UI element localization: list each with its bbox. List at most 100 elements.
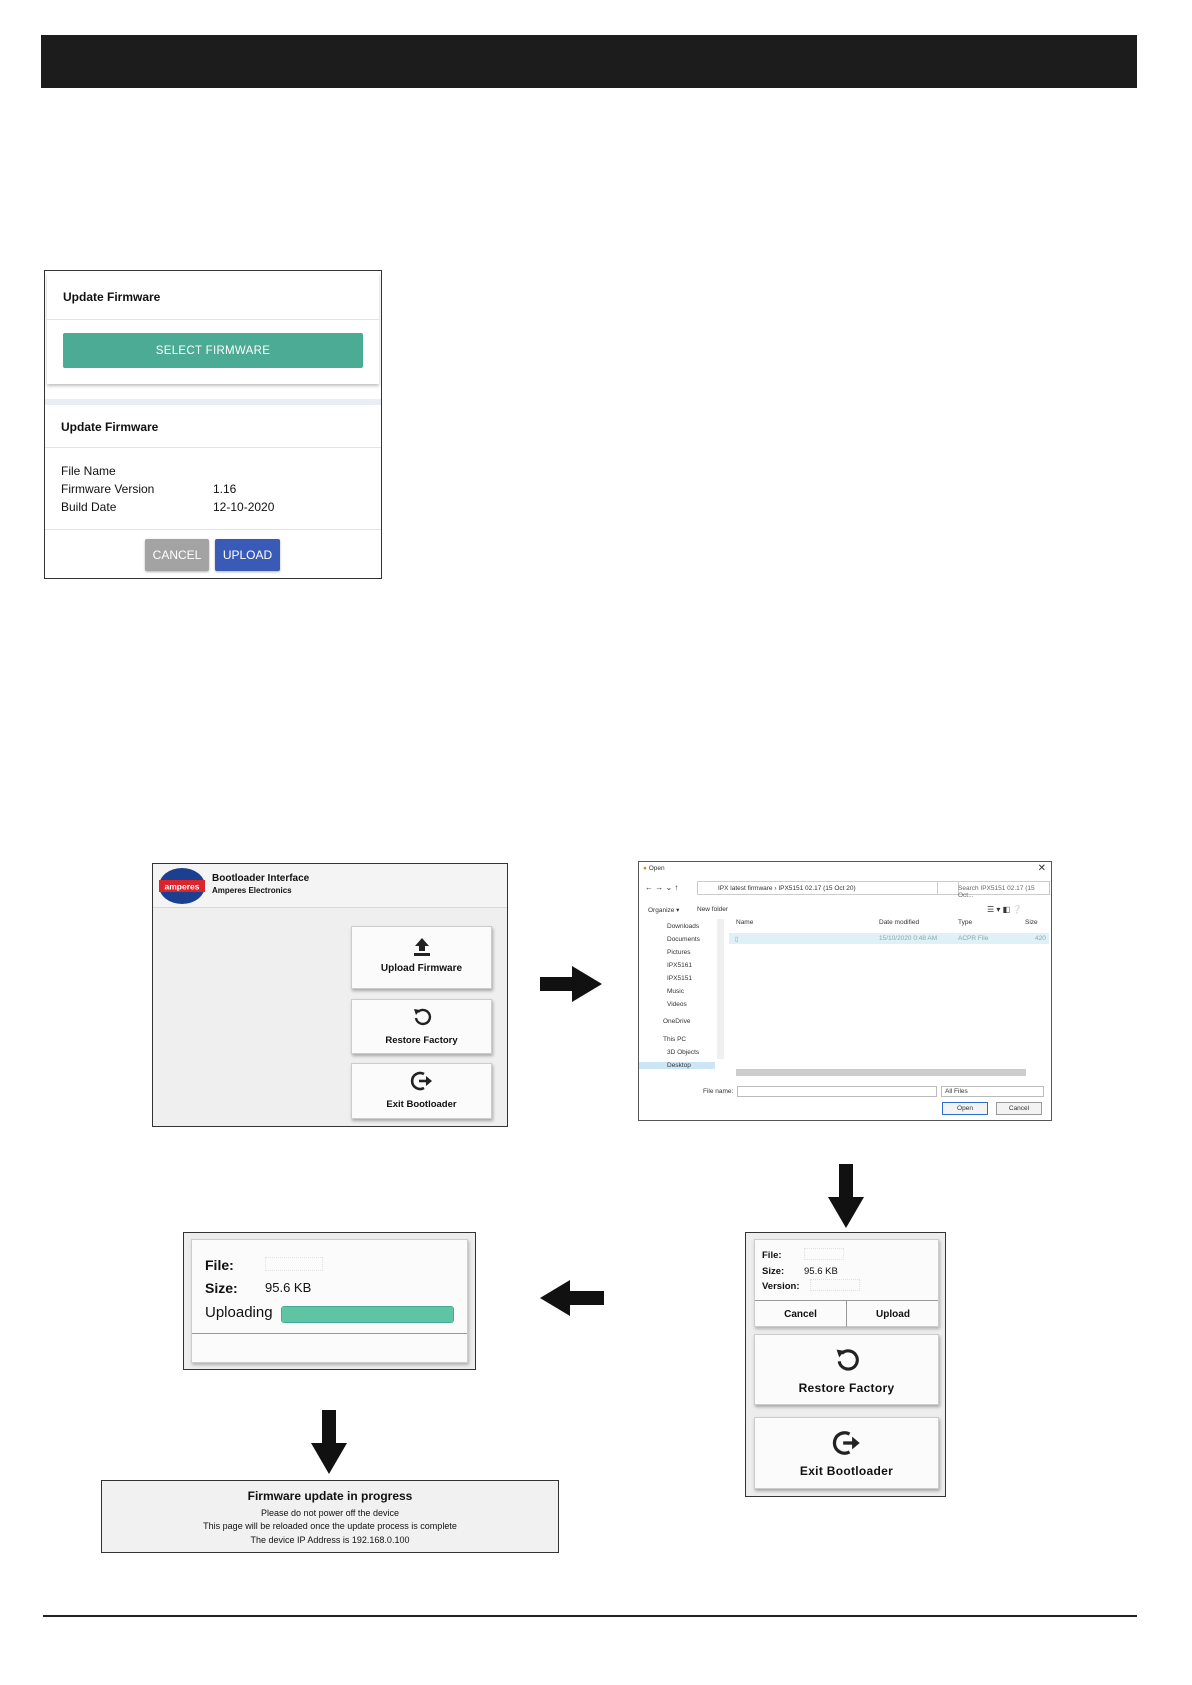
column-type[interactable]: Type	[958, 919, 973, 926]
size-value: 95.6 KB	[265, 1280, 312, 1295]
view-options-icon[interactable]: ☰ ▾ ◧ ❔	[987, 905, 1023, 914]
restore-icon	[755, 1347, 938, 1378]
button-label: Upload Firmware	[380, 963, 463, 974]
chrome-icon: ●	[643, 865, 647, 872]
button-label: Restore Factory	[798, 1381, 895, 1395]
file-label: File:	[205, 1257, 234, 1273]
upload-firmware-button[interactable]: Upload Firmware	[351, 926, 492, 989]
exit-bootloader-button[interactable]: Exit Bootloader	[754, 1417, 939, 1489]
horizontal-scrollbar[interactable]	[736, 1069, 1026, 1076]
bootloader-subtitle: Amperes Electronics	[212, 886, 292, 895]
nav-item-music[interactable]: Music	[667, 988, 684, 995]
arrow-down-icon	[311, 1410, 347, 1474]
message-line: This page will be reloaded once the upda…	[203, 1521, 457, 1531]
arrow-left-icon	[540, 1278, 604, 1318]
divider	[45, 447, 381, 448]
uploading-panel: File: Size: 95.6 KB Uploading	[183, 1232, 476, 1370]
organize-menu[interactable]: Organize ▾	[648, 907, 680, 914]
restore-factory-button[interactable]: Restore Factory	[754, 1334, 939, 1405]
update-progress-message: Firmware update in progress Please do no…	[101, 1480, 559, 1553]
nav-item-3d-objects[interactable]: 3D Objects	[667, 1049, 700, 1056]
card-title: Update Firmware	[63, 290, 161, 304]
nav-item-this-pc[interactable]: This PC	[663, 1036, 687, 1043]
navigation-pane: Downloads Documents Pictures IPX5161 IPX…	[639, 917, 719, 1072]
column-size[interactable]: Size	[1025, 919, 1038, 926]
bootloader-title: Bootloader Interface	[212, 873, 310, 884]
open-file-dialog: ● Open ✕ ← → ⌄ ↑ IPX latest firmware › I…	[638, 861, 1052, 1121]
divider	[755, 1300, 938, 1301]
restore-icon	[352, 1007, 491, 1032]
restore-factory-button[interactable]: Restore Factory	[351, 999, 492, 1054]
cancel-button[interactable]: CANCEL	[145, 539, 209, 571]
logo-text: amperes	[165, 882, 200, 892]
file-size: 420	[1035, 935, 1046, 942]
card-gap	[45, 399, 381, 405]
build-date-value: 12-10-2020	[213, 500, 275, 514]
version-value	[810, 1279, 860, 1291]
button-label: Restore Factory	[385, 1035, 458, 1046]
search-input[interactable]: Search IPX5151 02.17 (15 Oct...	[937, 881, 1050, 899]
file-date: 15/10/2020 0:48 AM	[879, 935, 938, 942]
file-icon: ▯	[735, 936, 739, 943]
nav-item-downloads[interactable]: Downloads	[667, 923, 700, 930]
upload-confirm-panel: File: Size: 95.6 KB Version: Cancel Uplo…	[745, 1232, 946, 1497]
cancel-button[interactable]: Cancel	[755, 1301, 847, 1327]
nav-item-folder[interactable]: IPX5161	[667, 962, 692, 969]
file-label: File:	[762, 1250, 782, 1261]
footer-rule	[43, 1615, 1137, 1617]
firmware-version-value: 1.16	[213, 482, 237, 496]
button-label: Exit Bootloader	[799, 1464, 894, 1478]
upload-icon	[352, 936, 491, 963]
progress-heading: Firmware update in progress	[247, 1489, 413, 1503]
open-button[interactable]: Open	[942, 1102, 988, 1115]
message-line: Please do not power off the device	[261, 1508, 399, 1518]
update-firmware-panel: Update Firmware SELECT FIRMWARE Update F…	[44, 270, 382, 579]
card-title: Update Firmware	[61, 420, 159, 434]
dialog-title: ● Open	[643, 865, 665, 872]
amperes-logo: amperes	[159, 868, 205, 904]
arrow-down-icon	[828, 1164, 864, 1228]
file-type-select[interactable]: All Files	[941, 1086, 1044, 1097]
file-type: ACPR File	[958, 935, 989, 942]
arrow-right-icon	[540, 964, 602, 1004]
file-name-label: File name:	[703, 1088, 734, 1095]
nav-item-desktop[interactable]: Desktop	[639, 1062, 715, 1069]
size-value: 95.6 KB	[804, 1266, 838, 1277]
uploading-card: File: Size: 95.6 KB Uploading	[191, 1239, 468, 1363]
back-icon[interactable]: ← → ⌄ ↑	[645, 883, 679, 892]
bootloader-header: amperes Bootloader Interface Amperes Ele…	[153, 864, 507, 908]
upload-button[interactable]: Upload	[876, 1308, 910, 1320]
bootloader-interface-panel: amperes Bootloader Interface Amperes Ele…	[152, 863, 508, 1127]
firmware-version-label: Firmware Version	[61, 482, 155, 496]
upload-button[interactable]: UPLOAD	[215, 539, 280, 571]
divider	[47, 319, 379, 320]
size-label: Size:	[762, 1266, 785, 1277]
exit-icon	[755, 1429, 938, 1462]
close-icon[interactable]: ✕	[1037, 863, 1046, 874]
cancel-button[interactable]: Cancel	[996, 1102, 1042, 1115]
file-row[interactable]: ▯ 15/10/2020 0:48 AM ACPR File 420	[729, 933, 1049, 944]
column-name[interactable]: Name	[736, 919, 754, 926]
file-value	[265, 1257, 323, 1271]
nav-item-folder[interactable]: IPX5151	[667, 975, 692, 982]
exit-bootloader-button[interactable]: Exit Bootloader	[351, 1063, 492, 1119]
nav-item-onedrive[interactable]: OneDrive	[663, 1018, 691, 1025]
size-label: Size:	[205, 1280, 238, 1296]
file-name-label: File Name	[61, 464, 116, 478]
button-label: Exit Bootloader	[386, 1099, 457, 1110]
nav-item-documents[interactable]: Documents	[667, 936, 700, 943]
scrollbar[interactable]	[717, 919, 724, 1059]
column-date-modified[interactable]: Date modified	[879, 919, 920, 926]
new-folder-button[interactable]: New folder	[697, 906, 729, 913]
uploading-label: Uploading	[205, 1304, 273, 1321]
address-bar[interactable]: IPX latest firmware › IPX5151 02.17 (15 …	[697, 881, 959, 895]
header-bar	[41, 35, 1137, 88]
file-name-input[interactable]	[737, 1086, 937, 1097]
divider	[45, 529, 381, 530]
file-value	[804, 1248, 844, 1260]
select-firmware-card: Update Firmware SELECT FIRMWARE	[47, 273, 379, 384]
nav-item-pictures[interactable]: Pictures	[667, 949, 691, 956]
nav-item-videos[interactable]: Videos	[667, 1001, 687, 1008]
version-label: Version:	[762, 1281, 800, 1292]
select-firmware-button[interactable]: SELECT FIRMWARE	[63, 333, 363, 368]
